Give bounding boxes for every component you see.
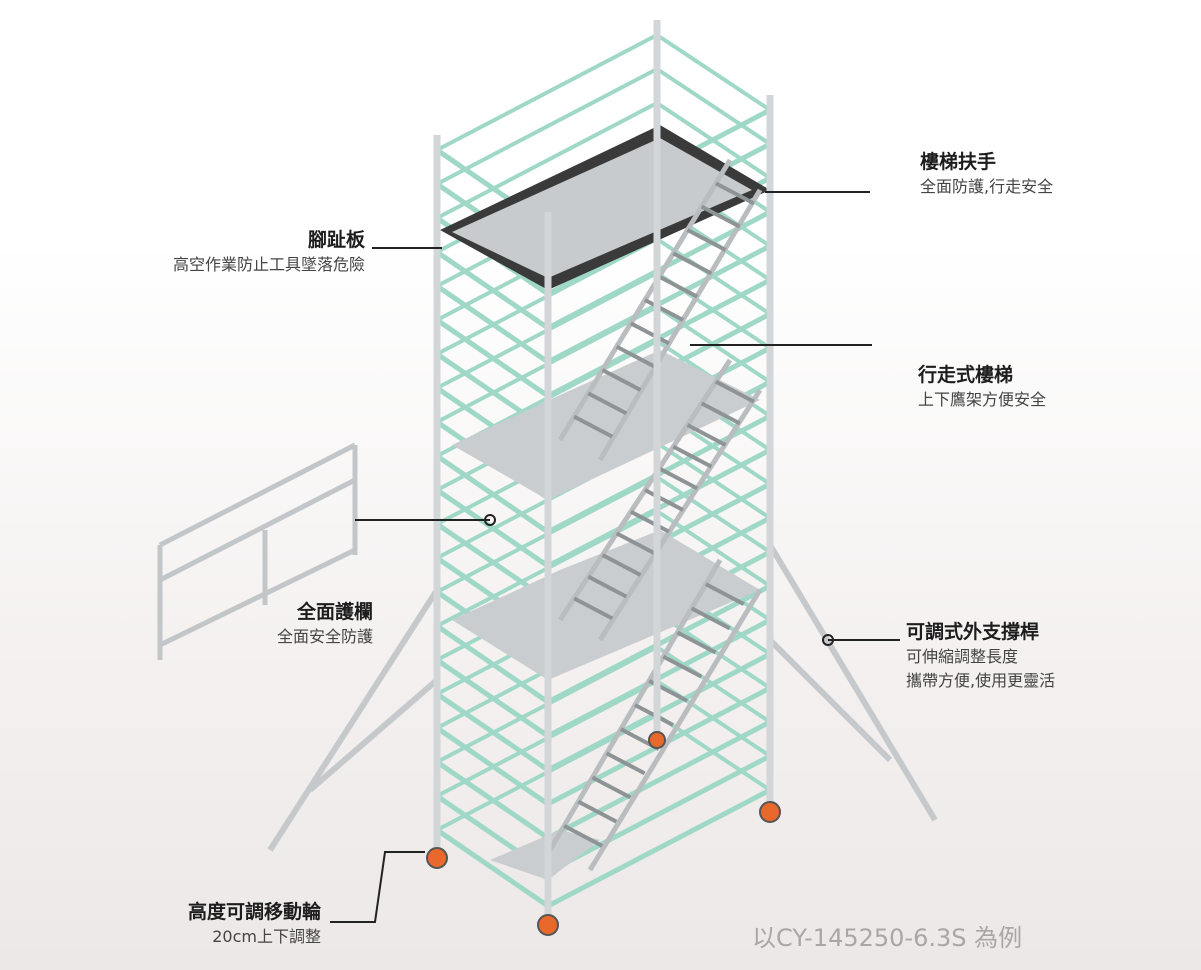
stair-step xyxy=(573,596,614,621)
left-rail xyxy=(436,67,658,186)
stair-step xyxy=(601,368,642,392)
stair-step xyxy=(690,606,731,631)
detached-guardrail xyxy=(157,442,358,660)
leader-lines xyxy=(330,191,900,923)
stair-step xyxy=(587,574,628,599)
back-rail xyxy=(655,441,772,520)
handrail-desc: 全面防護,行走安全 xyxy=(920,177,1054,196)
stair-step xyxy=(672,251,713,276)
stair-step xyxy=(662,654,703,679)
back-rail xyxy=(655,67,772,146)
guardrail-title: 全面護欄 xyxy=(296,601,373,623)
guardrail-desc: 全面安全防護 xyxy=(276,627,373,646)
stair-step xyxy=(658,274,699,299)
back-rail xyxy=(655,713,772,792)
stair-step xyxy=(644,298,684,322)
stair-step xyxy=(605,751,646,776)
callout-toeboard: 腳趾板 高空作業防止工具墜落危險 xyxy=(173,227,365,277)
callout-outrigger: 可調式外支撐桿 可伸縮調整長度 攜帶方便,使用更靈活 xyxy=(906,619,1055,693)
casters-desc: 20cm上下調整 xyxy=(212,927,321,946)
platforms xyxy=(440,125,770,880)
callout-stairs: 行走式樓梯 上下鷹架方便安全 xyxy=(918,362,1046,412)
stair-step xyxy=(601,553,642,577)
platform-level-3 xyxy=(452,530,760,680)
stair-step xyxy=(676,630,717,655)
callout-handrail: 樓梯扶手 全面防護,行走安全 xyxy=(920,149,1053,199)
stair-step xyxy=(591,775,632,800)
stair-step xyxy=(587,391,628,416)
callout-guardrail: 全面護欄 全面安全防護 xyxy=(277,599,373,649)
side-rail xyxy=(546,719,772,841)
toeboard-title: 腳趾板 xyxy=(307,229,365,251)
outrigger-desc-2: 攜帶方便,使用更靈活 xyxy=(906,671,1056,690)
casters-title: 高度可調移動輪 xyxy=(187,901,321,923)
left-rail xyxy=(436,33,658,152)
outriggers xyxy=(267,543,938,852)
stair-step xyxy=(672,444,713,469)
back-rail xyxy=(655,645,772,724)
caster-wheels xyxy=(426,731,781,936)
stair-step xyxy=(686,228,727,252)
back-rail xyxy=(655,101,772,180)
stair-step xyxy=(615,531,656,556)
left-rail xyxy=(436,101,658,220)
stair-step xyxy=(714,181,755,206)
stair-step xyxy=(700,204,741,229)
stairs-title: 行走式樓梯 xyxy=(918,364,1014,386)
front-rail xyxy=(435,827,550,909)
handrail-title: 樓梯扶手 xyxy=(920,151,997,173)
back-rail xyxy=(655,475,772,554)
platform-level-2 xyxy=(452,350,760,500)
side-rail xyxy=(546,787,772,909)
stair-step xyxy=(573,414,614,439)
stair-step xyxy=(658,466,699,491)
callout-casters: 高度可調移動輪 20cm上下調整 xyxy=(188,899,321,949)
model-caption: 以CY-145250-6.3S 為例 xyxy=(752,924,1023,952)
outrigger-desc-1: 可伸縮調整長度 xyxy=(906,647,1019,666)
stair-step xyxy=(700,401,741,426)
back-rail xyxy=(655,33,772,112)
stair-step xyxy=(563,824,604,848)
outrigger-title: 可調式外支撐桿 xyxy=(906,621,1040,643)
posts xyxy=(433,20,774,930)
stair-step xyxy=(629,509,670,534)
stair-step xyxy=(644,488,684,512)
stair-step xyxy=(686,423,727,447)
stair-step xyxy=(714,379,755,404)
side-rail xyxy=(546,753,772,875)
stair-step xyxy=(615,344,656,369)
toeboard-desc: 高空作業防止工具墜落危險 xyxy=(172,255,365,274)
stair-step xyxy=(704,582,745,606)
stair-step xyxy=(629,321,670,346)
stairs-desc: 上下鷹架方便安全 xyxy=(918,390,1047,409)
stair-step xyxy=(577,799,618,824)
